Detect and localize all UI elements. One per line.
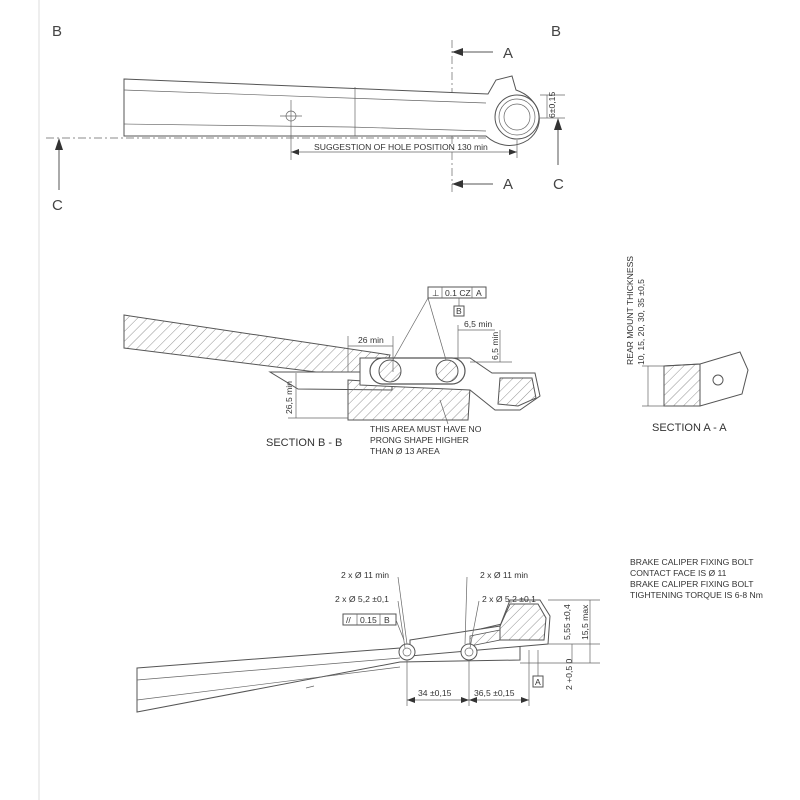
rear-mount-thickness-label: REAR MOUNT THICKNESS xyxy=(625,256,635,365)
section-bb-note-line-3: THAN Ø 13 AREA xyxy=(370,446,440,456)
left-bolt-hole xyxy=(398,643,416,661)
rear-mount-thickness-values: 10, 15, 20, 30, 35 ±0,5 xyxy=(636,279,646,365)
section-bb-tolerance-frame: ⊥ 0.1 CZ A B xyxy=(427,286,487,317)
hole-suggestion-label: SUGGESTION OF HOLE POSITION 130 min xyxy=(314,142,488,152)
dim-155-label: 15,5 max xyxy=(580,604,590,640)
bottom-view: 2 x Ø 11 min 2 x Ø 5,2 ±0,1 2 x Ø 11 min… xyxy=(136,570,600,713)
right-hole-inner-label: 2 x Ø 5,2 ±0,1 xyxy=(482,594,536,604)
svg-text:B: B xyxy=(456,306,462,316)
dim-65-min-vertical: 6,5 min xyxy=(490,332,500,360)
note-line-4: TIGHTENING TORQUE IS 6-8 Nm xyxy=(630,590,763,600)
dim-2-label: 2 +0,5 0 xyxy=(564,658,574,690)
dim-26-min: 26 min xyxy=(358,335,384,345)
section-bb-title: SECTION B - B xyxy=(266,437,342,449)
arrow-c-right xyxy=(554,118,562,130)
left-hole-outer-label: 2 x Ø 11 min xyxy=(341,570,389,580)
right-hole-outer-label: 2 x Ø 11 min xyxy=(480,570,528,580)
datum-a-box xyxy=(532,675,544,688)
dim-555-label: 5,55 ±0,4 xyxy=(562,604,572,640)
dim-34-label: 34 ±0,15 xyxy=(418,688,452,698)
marker-a-top: A xyxy=(503,45,513,62)
svg-text:⊥: ⊥ xyxy=(432,288,440,298)
left-hole-inner-label: 2 x Ø 5,2 ±0,1 xyxy=(335,594,389,604)
dim-65-min-top: 6,5 min xyxy=(464,319,492,329)
svg-text:0.1 CZ: 0.1 CZ xyxy=(445,288,471,298)
section-bb-upper-hatch xyxy=(123,314,391,381)
marker-c-left: C xyxy=(52,197,63,214)
svg-text:B: B xyxy=(384,615,390,625)
section-aa-view: REAR MOUNT THICKNESS 10, 15, 20, 30, 35 … xyxy=(625,256,749,434)
svg-text:A: A xyxy=(535,677,541,687)
top-view: B B C C A A SUGGESTION OF xyxy=(46,23,565,214)
marker-a-bottom: A xyxy=(503,176,513,193)
arrow-a-top xyxy=(452,48,463,56)
arrow-c-left xyxy=(55,138,63,150)
bolt-notes: BRAKE CALIPER FIXING BOLT CONTACT FACE I… xyxy=(630,557,763,600)
svg-text:0.15: 0.15 xyxy=(360,615,377,625)
section-aa-hole xyxy=(712,374,724,386)
dim-265-min: 26,5 min xyxy=(284,381,294,414)
section-bb-note-line-2: PRONG SHAPE HIGHER xyxy=(370,435,469,445)
section-aa-title: SECTION A - A xyxy=(652,422,727,434)
offset-dim-label: 6±0,15 xyxy=(547,92,557,118)
axle-boss-outer xyxy=(494,94,540,140)
svg-text:A: A xyxy=(476,288,482,298)
section-bb-note-line-1: THIS AREA MUST HAVE NO xyxy=(370,424,482,434)
marker-b-top-left: B xyxy=(52,23,62,40)
note-line-3: BRAKE CALIPER FIXING BOLT xyxy=(630,579,754,589)
parallel-tolerance-frame: // 0.15 B xyxy=(342,613,405,641)
marker-b-top-right: B xyxy=(551,23,561,40)
note-line-2: CONTACT FACE IS Ø 11 xyxy=(630,568,727,578)
arrow-a-bottom xyxy=(452,180,463,188)
marker-c-right: C xyxy=(553,176,564,193)
note-line-1: BRAKE CALIPER FIXING BOLT xyxy=(630,557,754,567)
dim-365-label: 36,5 ±0,15 xyxy=(474,688,515,698)
right-bolt-hole xyxy=(460,643,478,661)
chainstay-top-outline xyxy=(123,75,540,147)
svg-text://: // xyxy=(346,615,351,625)
section-bb-view: ⊥ 0.1 CZ A B 26 min 6,5 min 6,5 min 26,5… xyxy=(123,286,541,456)
